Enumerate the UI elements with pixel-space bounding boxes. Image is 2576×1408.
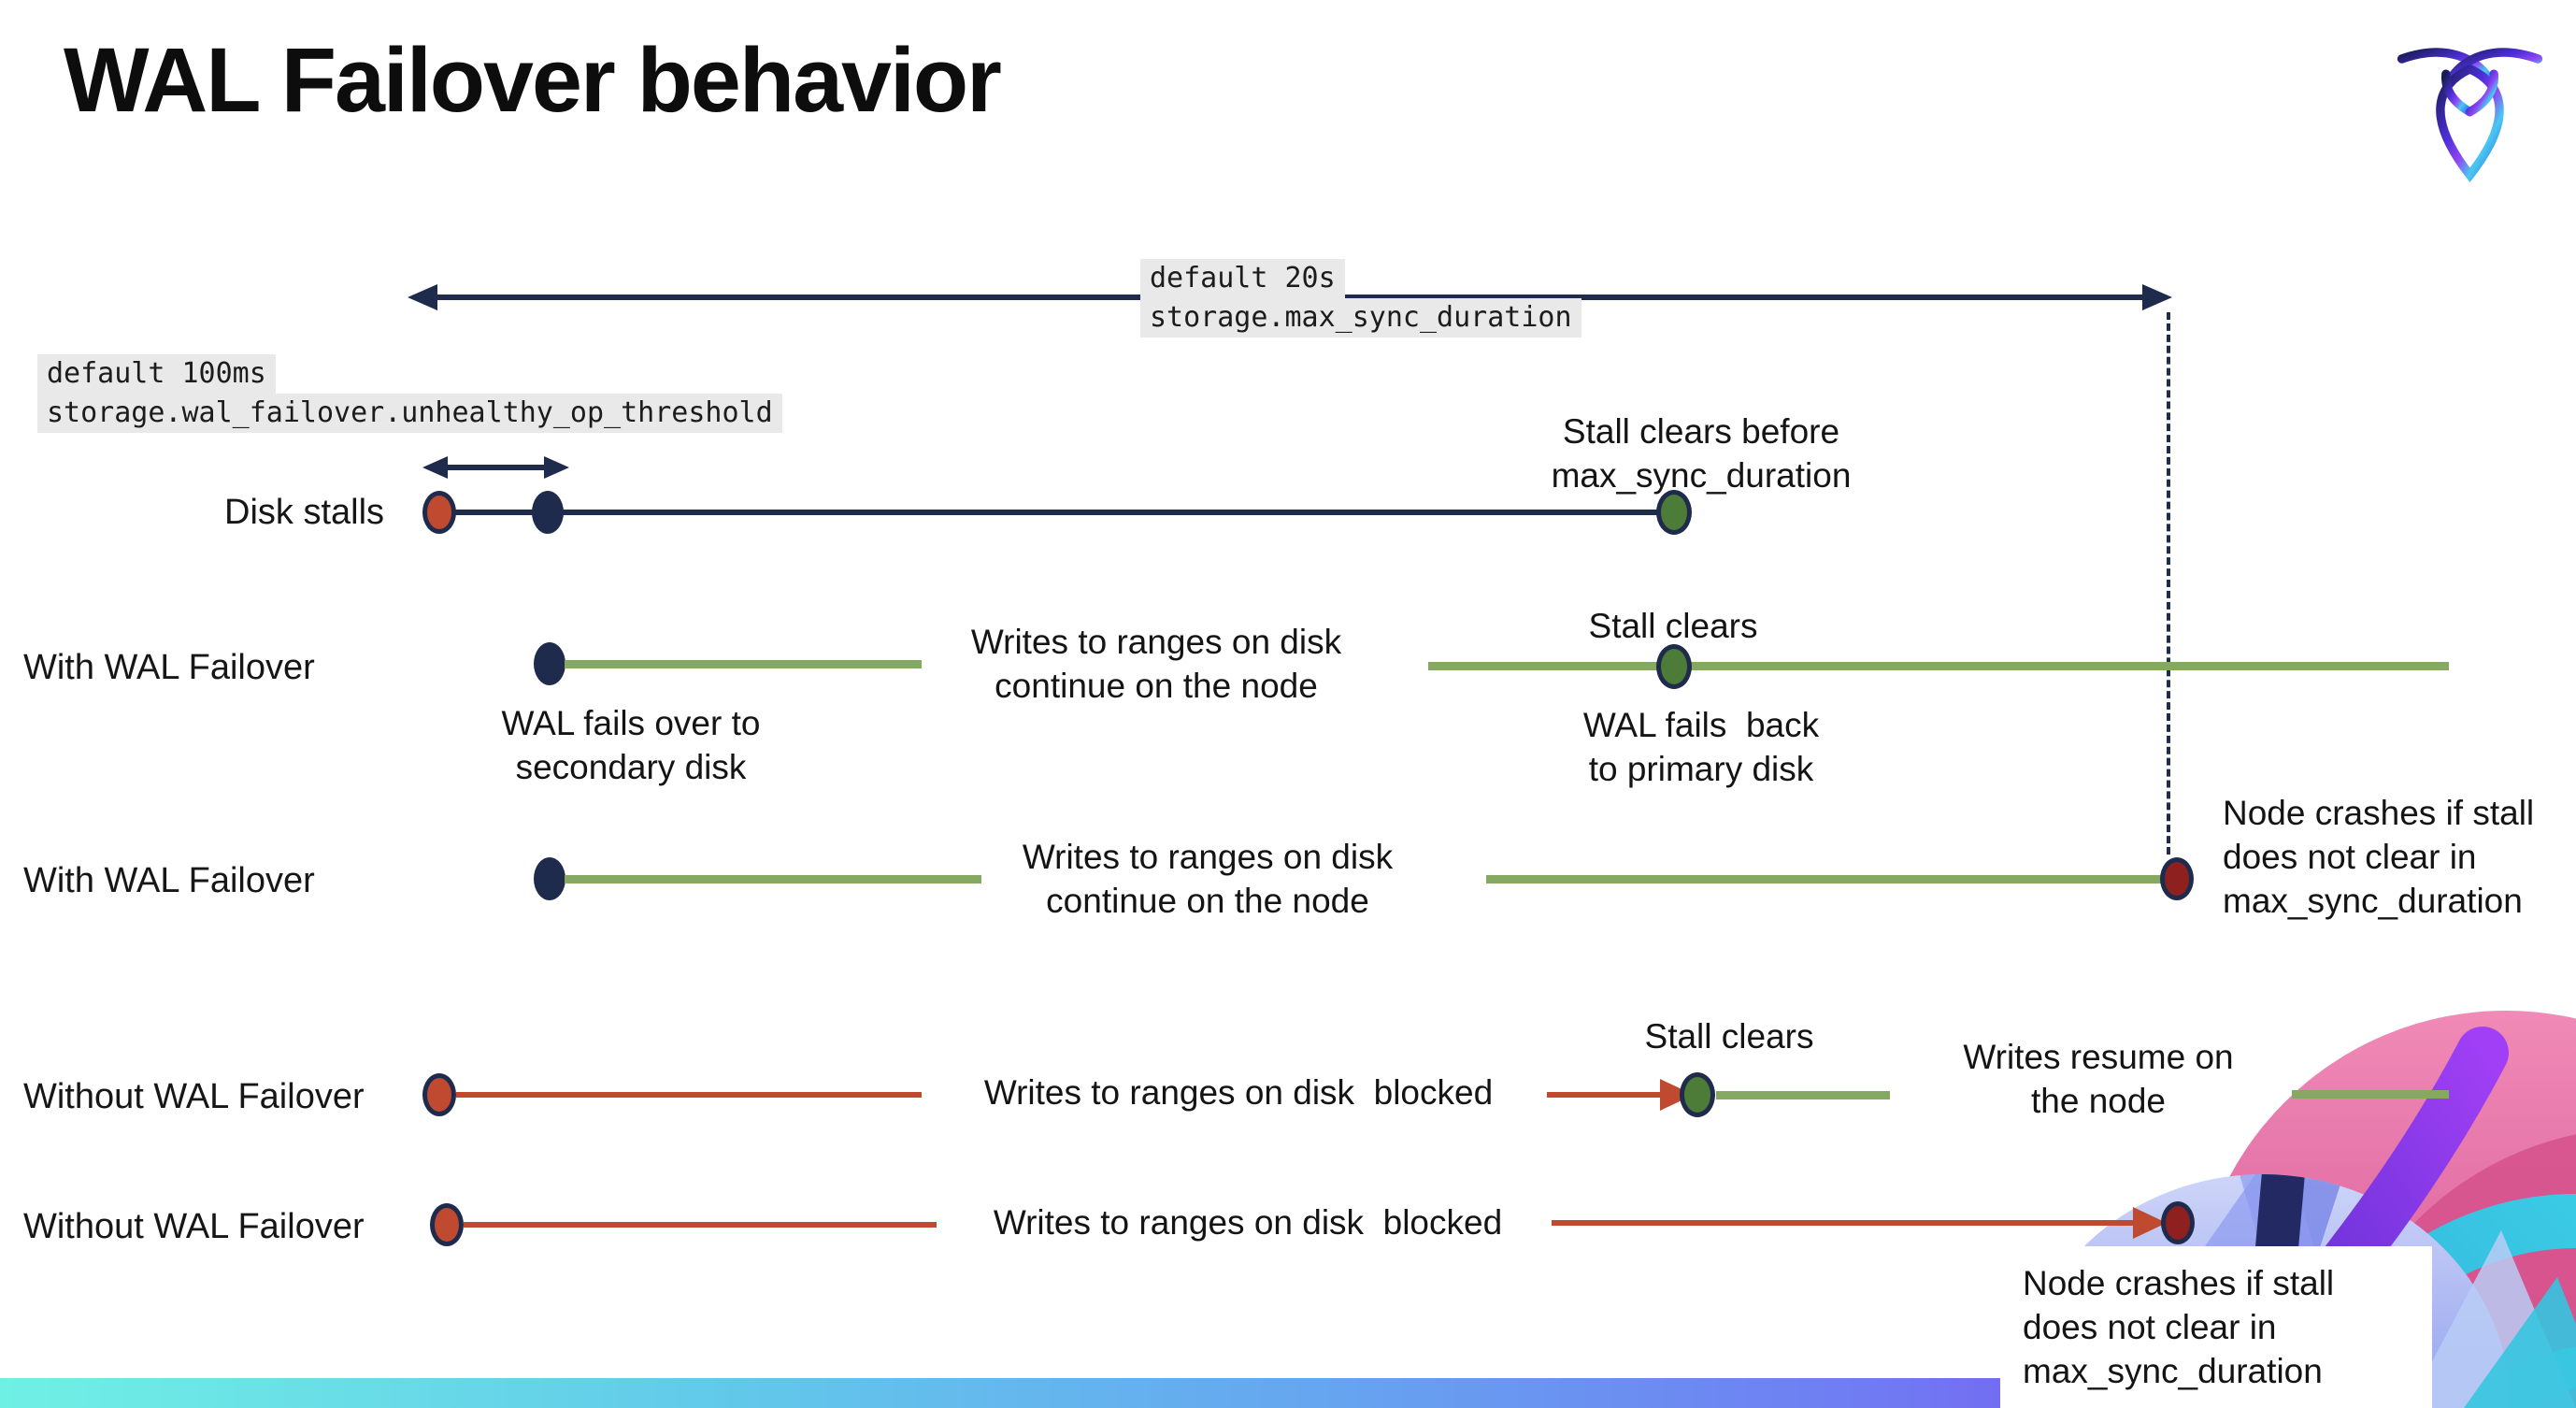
node-crashes-note-1: Node crashes if stall does not clear in … xyxy=(2223,794,2535,920)
stall-clears-note-2: Stall clears xyxy=(1588,607,1758,645)
stall-clears-dot xyxy=(1656,490,1692,535)
writes-continue-note-2: Writes to ranges on disk continue on the… xyxy=(1022,838,1394,920)
max-sync-arrow-right-head xyxy=(2142,284,2172,310)
row-label-with-wal-failover-1: With WAL Failover xyxy=(23,648,315,687)
row-label-with-wal-failover-2: With WAL Failover xyxy=(23,861,315,900)
unhealthy-op-setting-name: storage.wal_failover.unhealthy_op_thresh… xyxy=(37,394,782,433)
writes-continue-note-1: Writes to ranges on disk continue on the… xyxy=(970,623,1342,705)
writes-blocked-line-1 xyxy=(456,1092,922,1098)
writes-blocked-line-3 xyxy=(464,1222,937,1228)
row-label-without-wal-failover-1: Without WAL Failover xyxy=(23,1077,365,1116)
max-sync-deadline-dashed-line xyxy=(2167,312,2170,855)
node-crashes-note-2: Node crashes if stall does not clear in … xyxy=(2000,1246,2432,1408)
row-label-without-wal-failover-2: Without WAL Failover xyxy=(23,1207,365,1246)
writes-resume-line-1 xyxy=(1716,1091,1890,1099)
writes-resume-note: Writes resume on the node xyxy=(1963,1038,2234,1120)
failover-start-dot xyxy=(534,642,565,685)
stall-clears-note-3: Stall clears xyxy=(1644,1017,1814,1056)
wal-fails-over-note: WAL fails over to secondary disk xyxy=(501,704,761,786)
writes-blocked-line-2 xyxy=(1547,1092,1664,1098)
writes-continue-line-2 xyxy=(1428,662,2449,670)
stall-begin-dot-3 xyxy=(430,1203,464,1246)
writes-blocked-note-2: Writes to ranges on disk blocked xyxy=(993,1203,1503,1242)
node-crash-dot-1 xyxy=(2160,857,2194,900)
failover-start-dot-2 xyxy=(534,857,565,900)
unhealthy-op-threshold-label: default 100ms storage.wal_failover.unhea… xyxy=(37,354,782,433)
writes-continue-line-4 xyxy=(1486,875,2161,884)
disk-stall-timeline xyxy=(439,510,1675,515)
node-crash-dot-2 xyxy=(2161,1201,2195,1244)
stall-clears-before-note: Stall clears before max_sync_duration xyxy=(1551,412,1852,495)
writes-continue-line-1 xyxy=(565,660,922,668)
threshold-reached-dot xyxy=(532,491,564,534)
unhealthy-op-default-value: default 100ms xyxy=(37,354,276,394)
max-sync-default-value: default 20s xyxy=(1140,259,1345,298)
stall-begin-dot xyxy=(422,491,456,534)
threshold-arrow-line xyxy=(443,465,548,470)
row-label-disk-stalls: Disk stalls xyxy=(224,493,385,532)
cockroachdb-logo-icon xyxy=(2397,48,2543,182)
writes-resume-line-2 xyxy=(2292,1090,2449,1099)
threshold-arrow-right-head xyxy=(544,456,569,479)
writes-blocked-line-4 xyxy=(1552,1220,2137,1226)
stall-clears-dot-3 xyxy=(1680,1072,1715,1117)
stall-begin-dot-2 xyxy=(422,1073,456,1116)
writes-blocked-note-1: Writes to ranges on disk blocked xyxy=(983,1073,1494,1112)
stall-clears-dot-2 xyxy=(1656,644,1692,689)
writes-continue-line-3 xyxy=(565,875,981,884)
wal-fails-back-note: WAL fails back to primary disk xyxy=(1582,706,1820,788)
max-sync-duration-label: default 20s storage.max_sync_duration xyxy=(1140,259,1581,338)
max-sync-setting-name: storage.max_sync_duration xyxy=(1140,298,1581,338)
page-title: WAL Failover behavior xyxy=(64,29,1002,131)
